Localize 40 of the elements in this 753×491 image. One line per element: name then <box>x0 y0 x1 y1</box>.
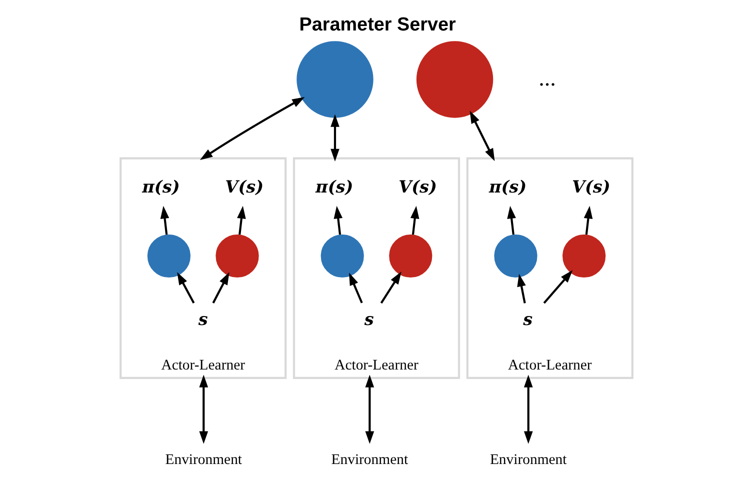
node-circle <box>216 234 259 278</box>
node-text: s <box>523 309 533 330</box>
arrow <box>517 274 526 304</box>
arrow <box>160 206 170 235</box>
arrow <box>199 374 208 444</box>
arrow <box>584 206 593 235</box>
arrow <box>365 374 374 444</box>
arrow <box>524 374 533 444</box>
arrow <box>543 270 573 304</box>
node-text: V(s) <box>225 176 264 197</box>
node-text: V(s) <box>572 176 610 197</box>
arrow <box>237 206 246 235</box>
node-circle <box>494 234 538 278</box>
arrow <box>410 206 420 235</box>
arrow <box>380 272 402 304</box>
node-circle <box>389 234 432 278</box>
node-circle <box>416 41 494 118</box>
node-text: Environment <box>165 452 242 468</box>
label: ... <box>538 64 556 90</box>
node-circle <box>320 234 364 278</box>
node-text: π(s) <box>316 176 354 197</box>
node-text: s <box>198 309 208 330</box>
node-text: Environment <box>490 452 567 468</box>
arrow <box>212 272 230 304</box>
arrow <box>349 272 363 304</box>
arrow <box>200 97 305 160</box>
arrow <box>334 206 343 235</box>
node-text: π(s) <box>488 176 527 197</box>
arrow <box>470 110 495 162</box>
node-circle <box>296 41 374 118</box>
node-text: V(s) <box>398 176 437 197</box>
arrow <box>330 114 340 162</box>
node-text: s <box>364 309 374 330</box>
node-text: π(s) <box>142 176 180 197</box>
node-circle <box>147 234 190 278</box>
arrow <box>177 272 195 304</box>
diagram-title: Parameter Server <box>299 14 456 36</box>
node-circle <box>562 234 606 278</box>
arrow <box>507 206 516 235</box>
node-text: Environment <box>331 452 408 468</box>
